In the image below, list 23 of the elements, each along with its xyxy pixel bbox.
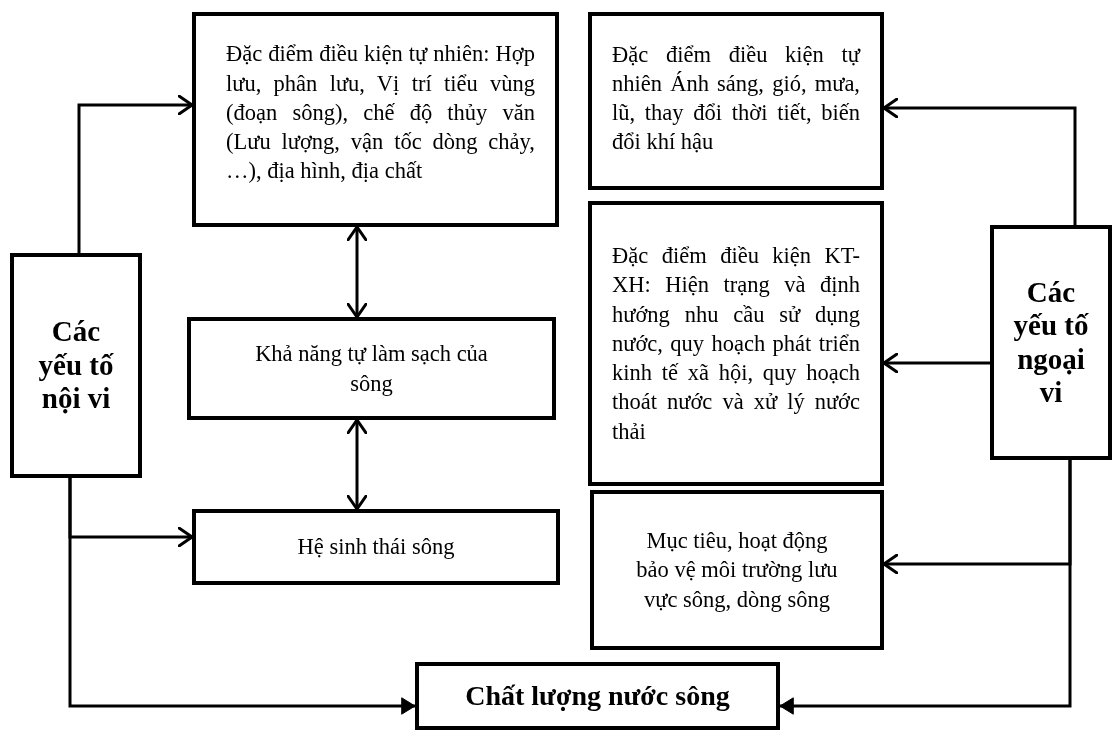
side-box (990, 225, 1112, 460)
arrow (68, 478, 416, 715)
side-box (10, 253, 142, 478)
process-box (590, 490, 884, 650)
box-text: Các yếu tố ngoại vi (1012, 275, 1090, 410)
box-text: Mục tiêu, hoạt động bảo vệ môi trường lưu vực sông, dòng sông (635, 527, 839, 614)
box-text: Khả năng tự làm sạch của sông (254, 340, 489, 398)
arrow (779, 460, 1072, 715)
process-box (192, 12, 559, 227)
box-text: Các yếu tố nội vi (37, 315, 115, 416)
arrow (346, 418, 368, 511)
arrow (77, 94, 194, 253)
process-box (187, 317, 556, 420)
box-text: Đặc điểm điều kiện KT-XH: Hiện trạng và định hướng nhu cầu sử dụng nước, quy hoạch phát triển kinh tế xã hội, quy hoạch thoát nước và xử lý nước thải (612, 242, 860, 446)
process-box (588, 12, 884, 190)
result-box (415, 662, 780, 730)
arrow (346, 225, 368, 319)
process-box (588, 201, 884, 486)
box-text: Đặc điểm điều kiện tự nhiên: Hợp lưu, phân lưu, Vị trí tiểu vùng (đoạn sông), chế độ thủy văn (Lưu lượng, vận tốc dòng chảy, …), địa hình, địa chất (226, 40, 535, 186)
box-text: Chất lượng nước sông (464, 679, 731, 713)
box-text: Hệ sinh thái sông (296, 533, 456, 562)
box-text: Đặc điểm điều kiện tự nhiên Ánh sáng, gió, mưa, lũ, thay đổi thời tiết, biến đổi khí hậu (612, 40, 860, 157)
process-box (192, 509, 560, 585)
